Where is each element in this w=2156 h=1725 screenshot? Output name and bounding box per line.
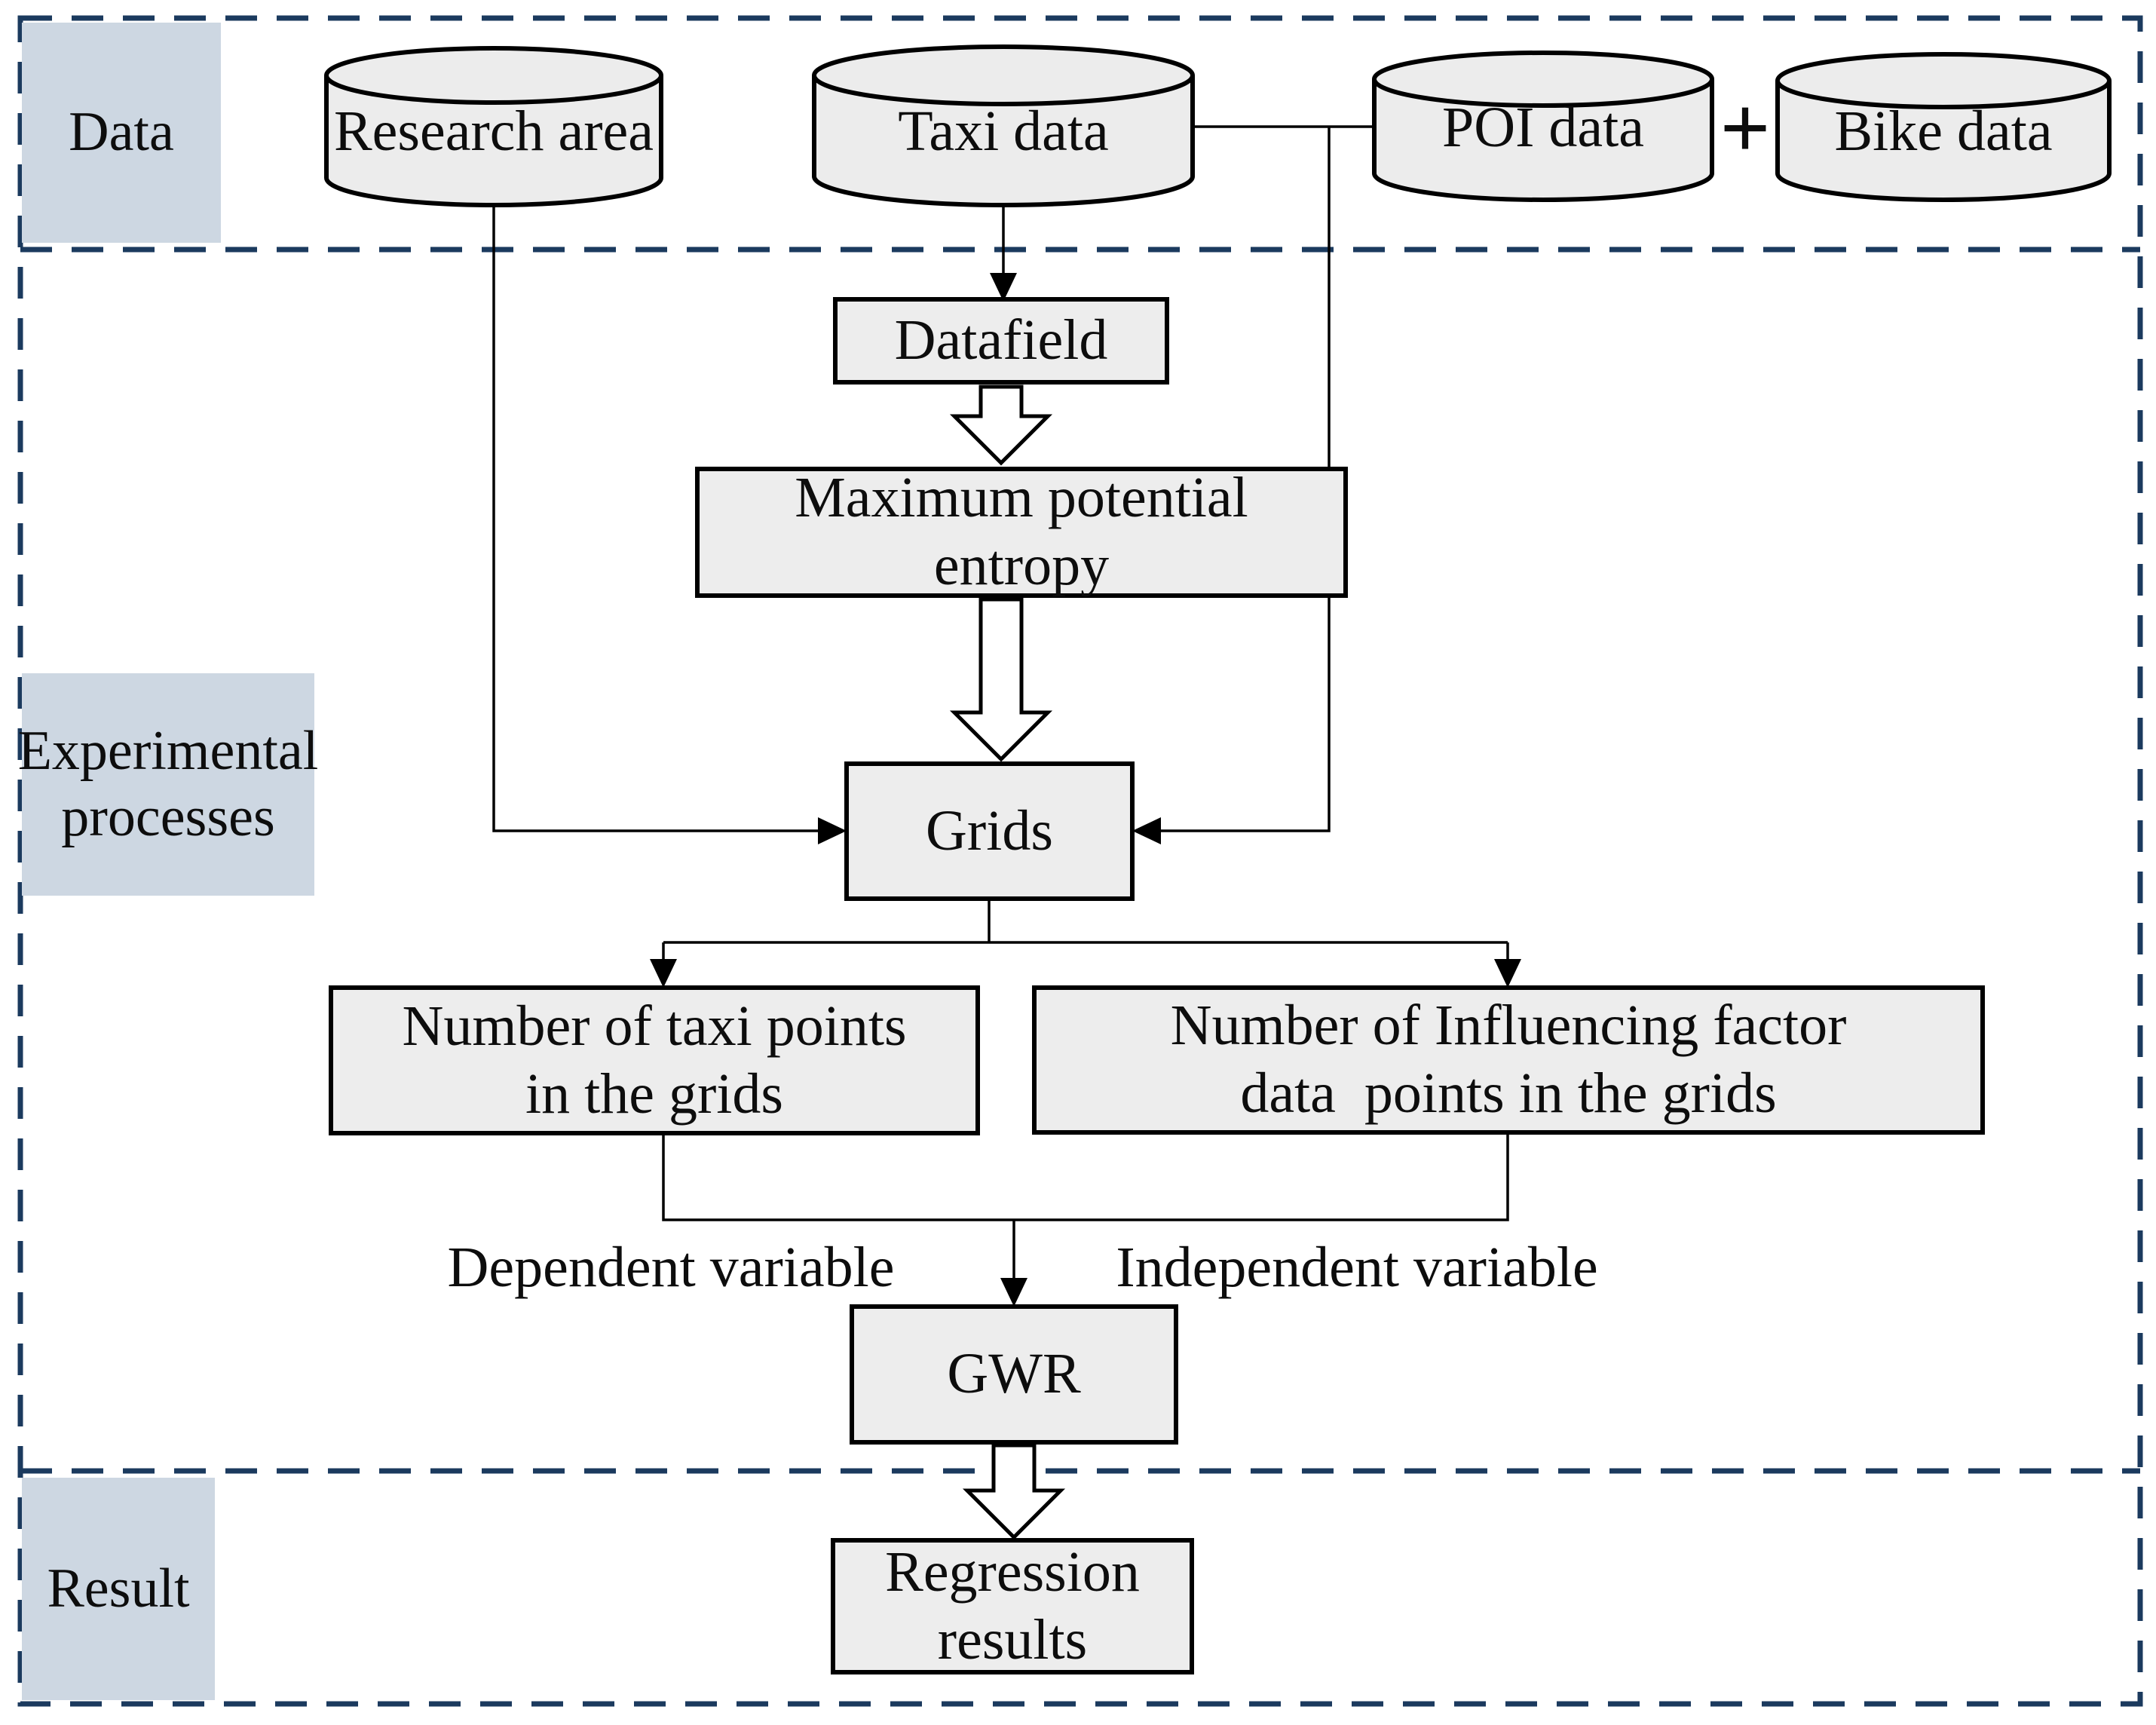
bike-data-cylinder xyxy=(1775,52,2112,202)
experimental-line1: Experimental xyxy=(17,720,319,783)
gwr-box xyxy=(850,1304,1178,1445)
mpe-line1: Maximum potential xyxy=(795,466,1248,530)
block-arrow-mpe-to-grids xyxy=(949,597,1053,762)
grids-label: Grids xyxy=(926,798,1053,862)
outer-dashed-border xyxy=(17,15,2143,1707)
max-potential-entropy-box xyxy=(695,467,1348,598)
section-label-data: Data xyxy=(69,101,174,164)
regression-results-box xyxy=(831,1538,1194,1674)
independent-variable-label: Independent variable xyxy=(1116,1236,1598,1300)
block-arrow-gwr-to-results xyxy=(962,1443,1066,1540)
taxi-points-line2: in the grids xyxy=(525,1062,783,1126)
connector-lines xyxy=(492,125,1509,1280)
regression-line2: results xyxy=(937,1607,1088,1671)
regression-results-label: Regression results xyxy=(833,1540,1192,1672)
block-arrows xyxy=(949,385,1066,1540)
taxi-points-label: Number of taxi points in the grids xyxy=(331,988,978,1133)
data-section-label-bg xyxy=(22,23,221,243)
taxi-points-box xyxy=(329,985,980,1135)
dependent-variable-label: Dependent variable xyxy=(447,1236,895,1300)
poi-data-cylinder xyxy=(1372,51,1714,202)
influencing-line2: data points in the grids xyxy=(1240,1062,1777,1125)
taxi-data-cylinder xyxy=(812,44,1195,207)
influencing-line1: Number of Influencing factor xyxy=(1170,994,1847,1058)
gwr-label: GWR xyxy=(947,1342,1081,1406)
result-section-label-bg xyxy=(22,1478,215,1700)
block-arrow-datafield-to-mpe xyxy=(949,385,1053,466)
bike-data-label: Bike data xyxy=(1834,100,2053,164)
mpe-line2: entropy xyxy=(933,534,1110,597)
datafield-box xyxy=(833,297,1169,385)
section-label-result: Result xyxy=(47,1557,190,1619)
grids-box xyxy=(844,761,1135,901)
taxi-points-line1: Number of taxi points xyxy=(402,994,907,1058)
section-label-experimental: Experimental processes xyxy=(18,673,319,896)
taxi-data-label: Taxi data xyxy=(898,100,1109,164)
regression-line1: Regression xyxy=(885,1540,1140,1604)
influencing-factor-box xyxy=(1032,985,1985,1135)
research-area-label: Research area xyxy=(333,100,654,164)
poi-data-label: POI data xyxy=(1441,96,1645,160)
max-potential-entropy-label: Maximum potential entropy xyxy=(697,466,1346,597)
experimental-line2: processes xyxy=(61,786,275,848)
plus-sign: + xyxy=(1720,78,1771,178)
datafield-label: Datafield xyxy=(894,308,1108,372)
experimental-section-label-bg xyxy=(22,673,314,896)
research-area-cylinder xyxy=(324,46,663,207)
influencing-factor-label: Number of Influencing factor data points… xyxy=(1034,988,1983,1132)
arrowheads xyxy=(650,273,1521,1307)
